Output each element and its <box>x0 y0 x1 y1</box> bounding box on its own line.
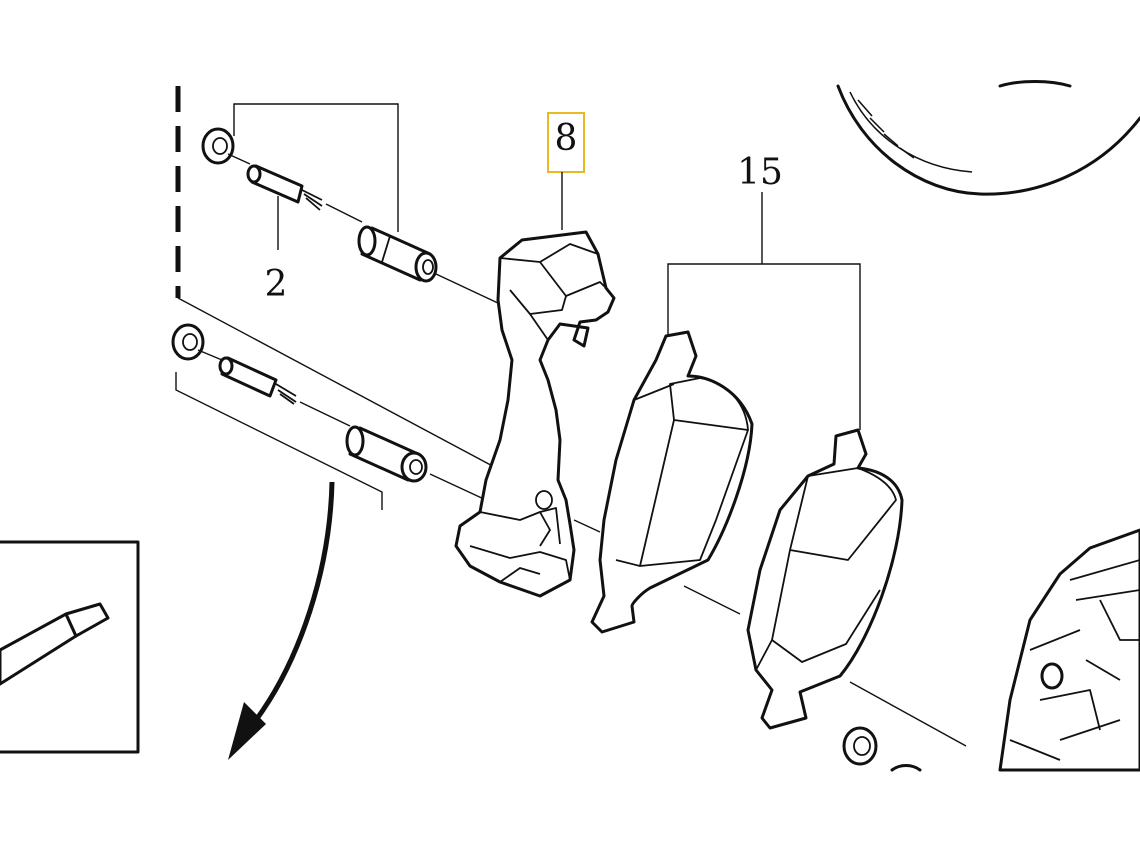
callout-8-label: 8 <box>555 118 578 159</box>
upper-guide-bolt-cap <box>201 127 235 165</box>
callout-2: 2 <box>265 264 288 305</box>
brake-pad-outer <box>590 330 754 634</box>
upper-bolt-set <box>201 127 501 305</box>
direction-arrow <box>228 481 335 760</box>
upper-guide-pin <box>246 164 323 211</box>
lower-guide-sleeve <box>345 425 428 483</box>
caliper-bushing <box>842 726 922 772</box>
callout-8: 8 <box>547 112 585 230</box>
callout-15-label: 15 <box>737 152 783 193</box>
brake-pad-inner <box>746 428 904 730</box>
callout-15: 15 <box>667 152 861 430</box>
callout-2-label: 2 <box>265 264 288 305</box>
lower-guide-pin <box>218 356 297 405</box>
caliper-housing-fragment <box>998 528 1140 772</box>
callout-2-bracket <box>233 103 399 250</box>
lower-bolt-set <box>171 297 501 510</box>
caliper-bracket <box>454 230 616 598</box>
inset-detail-box <box>0 540 140 754</box>
upper-guide-sleeve <box>357 225 438 283</box>
pad-leader-lines <box>573 519 967 747</box>
brake-disc-fragment <box>836 80 1140 196</box>
lower-guide-bolt-cap <box>171 323 205 361</box>
